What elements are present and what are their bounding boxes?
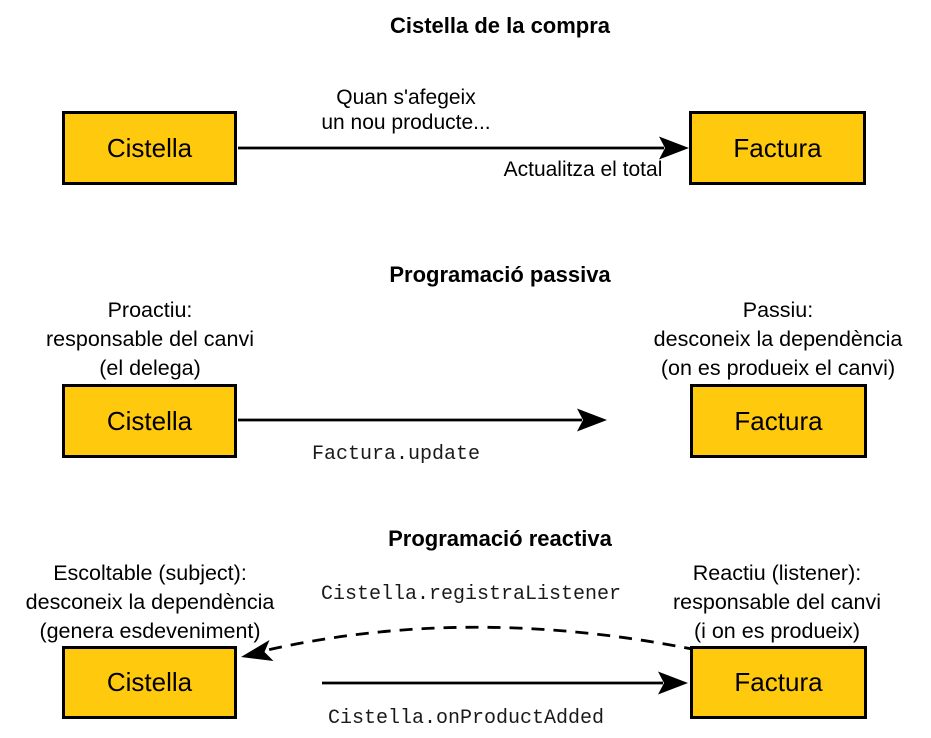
note-line: (i on es produeix): [693, 619, 861, 643]
node-cistella-section1: Cistella: [62, 111, 237, 185]
section1-arrow-label-top: Quan s'afegeix un nou producte...: [256, 85, 556, 135]
note-line: desconeix la dependència: [25, 590, 275, 614]
section3-title: Programació reactiva: [388, 526, 612, 551]
arrowhead-right-icon: [658, 671, 688, 695]
note-line: (on es produeix el canvi): [660, 356, 896, 380]
node-factura-section2: Factura: [690, 384, 867, 458]
note-line: responsable del canvi: [46, 327, 254, 351]
note-line: (el delega): [99, 356, 201, 380]
section2-arrow-code: Factura.update: [311, 443, 481, 466]
node-factura-section1: Factura: [689, 111, 866, 185]
section2-right-note: Passiu: desconeix la dependència (on es …: [628, 296, 928, 383]
section3-solid-arrow-code: Cistella.onProductAdded: [327, 707, 605, 730]
node-cistella-section3: Cistella: [62, 646, 237, 719]
note-line: desconeix la dependència: [653, 327, 903, 351]
section2-title: Programació passiva: [389, 262, 611, 287]
note-line: Reactiu (listener):: [692, 561, 862, 585]
arrow-label-line: Quan s'afegeix: [336, 86, 476, 109]
arrowhead-right-icon: [577, 408, 607, 432]
section3-dashed-arrow-code: Cistella.registraListener: [321, 583, 622, 606]
section2-left-note: Proactiu: responsable del canvi (el dele…: [0, 296, 300, 383]
node-cistella-section2: Cistella: [62, 384, 237, 458]
section1-arrow-label-bottom: Actualitza el total: [503, 158, 663, 181]
note-line: Passiu:: [742, 298, 814, 322]
note-line: Proactiu:: [107, 298, 193, 322]
arrow-label-line: un nou producte...: [321, 111, 491, 134]
note-line: (genera esdeveniment): [39, 619, 261, 643]
section1-title: Cistella de la compra: [389, 13, 611, 38]
note-line: Escoltable (subject):: [53, 561, 247, 585]
node-factura-section3: Factura: [690, 646, 867, 719]
section3-right-note: Reactiu (listener): responsable del canv…: [627, 559, 927, 646]
section3-left-note: Escoltable (subject): desconeix la depen…: [0, 559, 300, 646]
note-line: responsable del canvi: [673, 590, 881, 614]
